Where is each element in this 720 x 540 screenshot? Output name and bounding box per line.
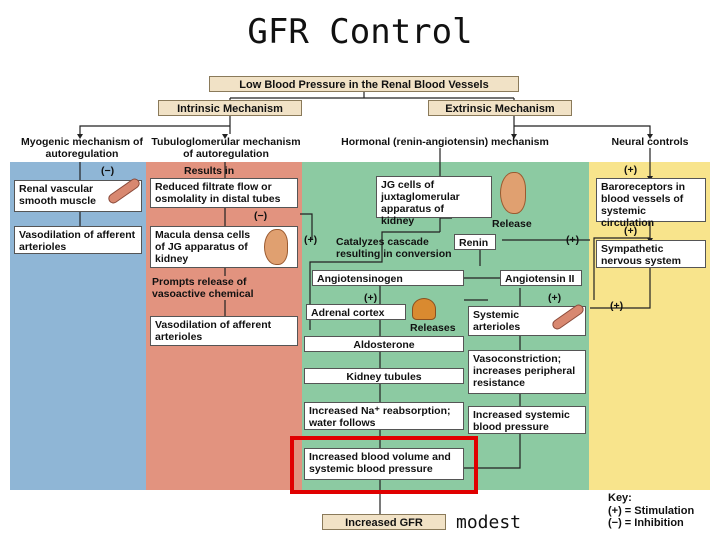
renal-vascular-box: Renal vascular smooth muscle — [14, 180, 142, 212]
intrinsic-myogenic-column — [10, 162, 146, 490]
kidney-icon-1 — [264, 229, 288, 265]
neural-stimulation-sign-1: (+) — [624, 164, 638, 176]
catalyzes-label: Catalyzes cascade resulting in conversio… — [336, 236, 452, 260]
adrenal-gland-icon — [412, 298, 436, 320]
vasodilation-afferent-box-2: Vasodilation of afferent arterioles — [150, 316, 298, 346]
arterioles-stimulation-sign: (+) — [548, 292, 562, 304]
modest-annotation: modest — [456, 512, 522, 533]
key-title: Key: — [608, 492, 632, 504]
angiotensinogen-box: Angiotensinogen — [312, 270, 464, 286]
sympathetic-box: Sympathetic nervous system — [596, 240, 706, 268]
myogenic-inhibition-sign: (−) — [101, 165, 115, 177]
kidney-icon-2 — [500, 172, 526, 214]
vasoconstriction-box: Vasoconstriction; increases peripheral r… — [468, 350, 586, 394]
page-title: GFR Control — [247, 12, 473, 52]
increased-gfr-box: Increased GFR — [322, 514, 446, 530]
highlight-box — [290, 436, 478, 494]
tubuloglomerular-inhibition-sign: (−) — [254, 210, 268, 222]
vasodilation-afferent-box-1: Vasodilation of afferent arterioles — [14, 226, 142, 254]
jg-cells-box: JG cells of juxtaglomerular apparatus of… — [376, 176, 492, 227]
baroreceptors-box: Baroreceptors in blood vessels of system… — [596, 178, 706, 229]
tubuloglomerular-label: Tubuloglomerular mechanism of autoregula… — [151, 136, 301, 160]
increased-na-box: Increased Na⁺ reabsorption; water follow… — [304, 402, 464, 430]
key-stimulation: (+) = Stimulation — [608, 505, 695, 517]
myogenic-label: Myogenic mechanism of autoregulation — [21, 136, 143, 160]
key-inhibition: (−) = Inhibition — [608, 517, 684, 529]
aldosterone-box: Aldosterone — [304, 336, 464, 352]
neural-label: Neural controls — [611, 136, 689, 148]
prompts-release-label: Prompts release of vasoactive chemical — [152, 276, 254, 300]
results-in-label: Results in — [184, 165, 235, 177]
increased-blood-volume-box: Increased blood volume and systemic bloo… — [304, 448, 464, 480]
extrinsic-header: Extrinsic Mechanism — [428, 100, 572, 116]
increased-systemic-bp-box: Increased systemic blood pressure — [468, 406, 586, 434]
hormonal-stimulation-sign-2: (+) — [566, 234, 580, 246]
neural-stimulation-sign-2: (+) — [624, 225, 638, 237]
kidney-tubules-box: Kidney tubules — [304, 368, 464, 384]
neural-stimulation-sign-3: (+) — [610, 300, 624, 312]
adrenal-cortex-box: Adrenal cortex — [306, 304, 406, 320]
hormonal-stimulation-sign-1: (+) — [304, 234, 318, 246]
release-label: Release — [492, 218, 532, 230]
low-bp-header: Low Blood Pressure in the Renal Blood Ve… — [209, 76, 519, 92]
releases-label: Releases — [410, 322, 456, 334]
hormonal-label: Hormonal (renin-angiotensin) mechanism — [341, 136, 549, 148]
reduced-filtrate-box: Reduced filtrate flow or osmolality in d… — [150, 178, 298, 208]
intrinsic-header: Intrinsic Mechanism — [158, 100, 302, 116]
angiotensin-ii-box: Angiotensin II — [500, 270, 582, 286]
adrenal-stimulation-sign: (+) — [364, 292, 378, 304]
renin-box: Renin — [454, 234, 496, 250]
